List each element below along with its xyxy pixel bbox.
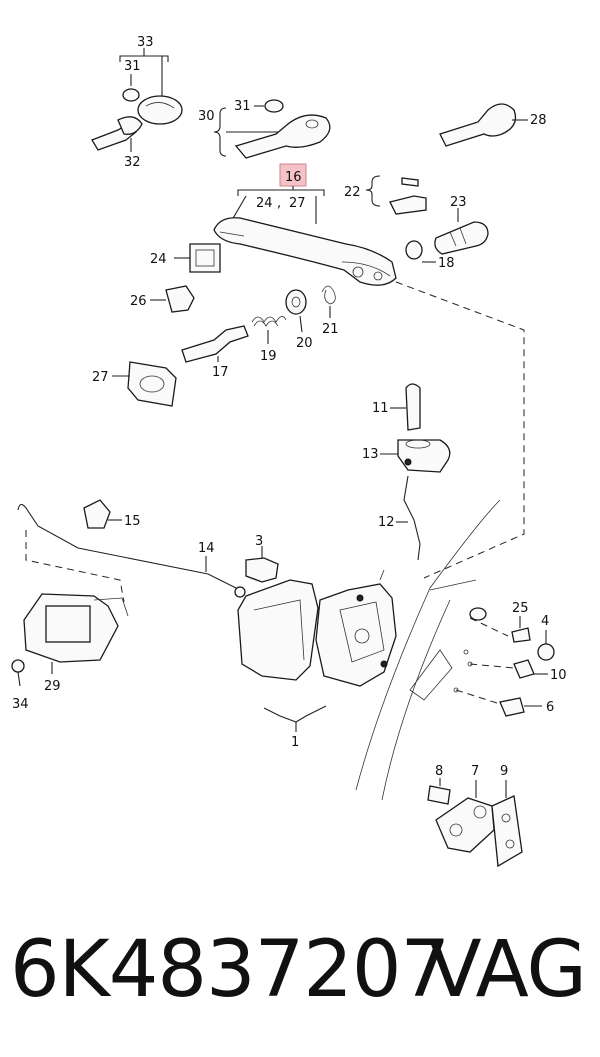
- callout-31: 31: [124, 59, 141, 74]
- callout-19: 19: [260, 349, 277, 364]
- callout-21: 21: [322, 322, 339, 337]
- key-set-33: [91, 48, 183, 152]
- callout-22: 22: [344, 185, 361, 200]
- callout-1: 1: [291, 735, 299, 750]
- lever-17: [181, 325, 249, 363]
- callout-30: 30: [198, 109, 215, 124]
- callout-3: 3: [255, 534, 263, 549]
- connector-3: [245, 546, 279, 583]
- housing-13: [380, 439, 451, 473]
- callout-13: 13: [362, 447, 379, 462]
- callout-26: 26: [130, 294, 147, 309]
- callout-9: 9: [500, 764, 508, 779]
- callout-24-group: 24: [256, 196, 273, 211]
- brand-label: VAG: [428, 925, 587, 1015]
- door-handle: [213, 217, 397, 286]
- callout-28: 28: [530, 113, 547, 128]
- gasket-27: [112, 361, 177, 407]
- lock-button-11: [390, 383, 421, 431]
- callout-24: 24: [150, 252, 167, 267]
- rod-12: [396, 475, 421, 561]
- clip-15: [83, 499, 122, 529]
- callout-33: 33: [137, 35, 154, 50]
- gasket-24: [174, 243, 221, 273]
- lock-cylinder-23: [405, 208, 489, 263]
- caption-bar: 6K4837207 VAG: [0, 920, 600, 1030]
- callout-11: 11: [372, 401, 389, 416]
- callout-18: 18: [438, 256, 455, 271]
- callout-comma: ,: [277, 196, 281, 211]
- callout-25: 25: [512, 601, 529, 616]
- bolt-8: [427, 778, 451, 805]
- clip-26: [150, 285, 195, 313]
- cable-14: [17, 503, 246, 603]
- callout-23: 23: [450, 195, 467, 210]
- callout-29: 29: [44, 679, 61, 694]
- callout-27: 27: [92, 370, 109, 385]
- callout-32: 32: [124, 155, 141, 170]
- callout-10: 10: [550, 668, 567, 683]
- callout-8: 8: [435, 764, 443, 779]
- key-30: [213, 99, 331, 159]
- callout-7: 7: [471, 764, 479, 779]
- callout-20: 20: [296, 336, 313, 351]
- spring-21: [321, 285, 336, 318]
- screws-22: [365, 175, 427, 215]
- striker-fasteners: [455, 607, 555, 717]
- bushing-20: [285, 289, 307, 333]
- callout-17: 17: [212, 365, 229, 380]
- plate-9: [491, 780, 523, 868]
- callout-12: 12: [378, 515, 395, 530]
- callout-4: 4: [541, 614, 549, 629]
- callout-34: 34: [12, 697, 29, 712]
- callout-27-group: 27: [289, 196, 306, 211]
- callout-6: 6: [546, 700, 554, 715]
- door-lock-1: [237, 569, 397, 732]
- callout-14: 14: [198, 541, 215, 556]
- callout-31b: 31: [234, 99, 251, 114]
- inner-handle-29: [23, 593, 129, 674]
- door-frame: [355, 499, 501, 801]
- screw-34: [11, 659, 25, 687]
- door-lock-exploded-diagram: 33 31 32 30 31 28 16 24 , 27 22: [11, 35, 567, 868]
- spring-19: [251, 316, 287, 344]
- callout-16: 16: [285, 170, 302, 185]
- part-number: 6K4837207: [10, 925, 450, 1015]
- callout-15: 15: [124, 514, 141, 529]
- key-28: [439, 103, 528, 147]
